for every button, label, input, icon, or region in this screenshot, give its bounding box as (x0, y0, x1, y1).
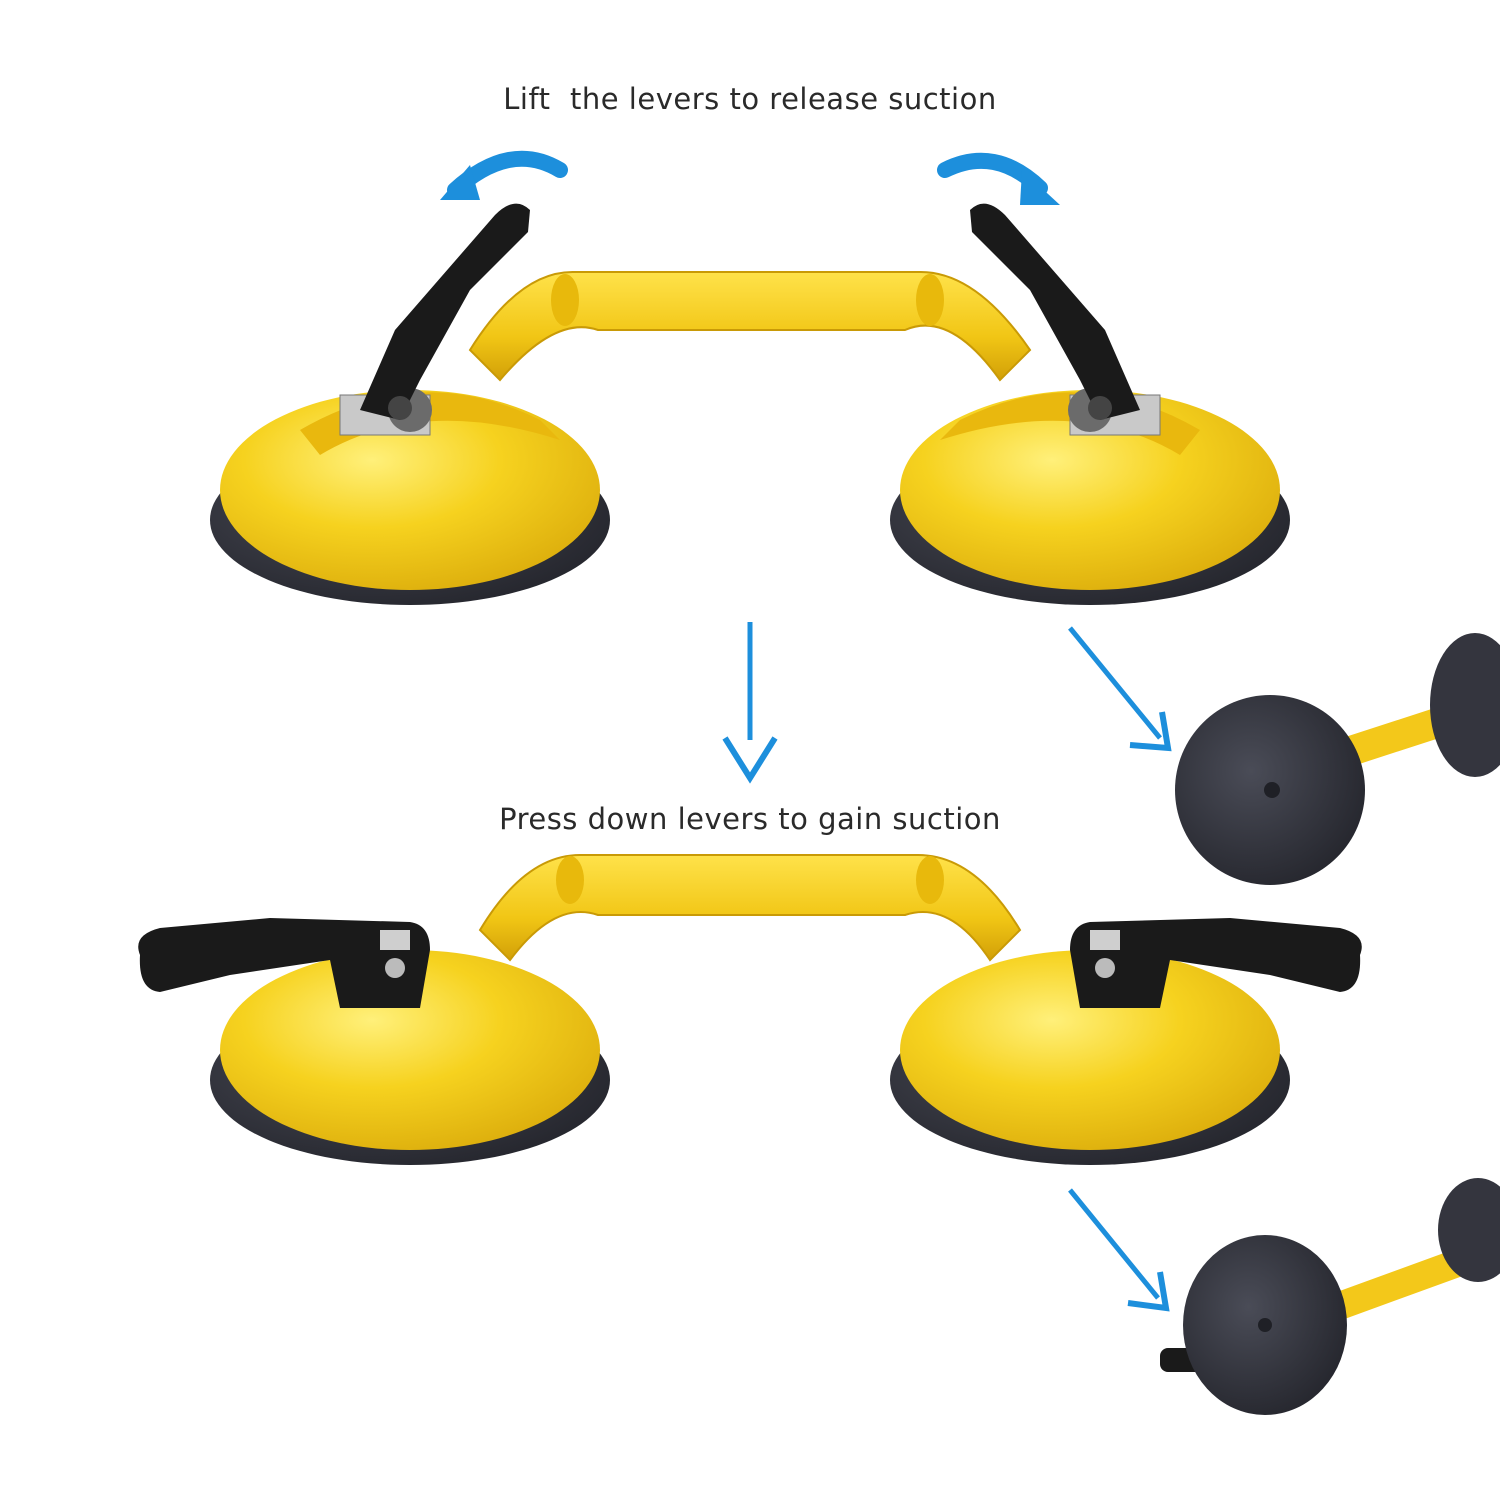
left-lever-lowered-icon (138, 918, 430, 1008)
right-lever-lowered-icon (1070, 918, 1362, 1008)
release-instruction-caption: Lift the levers to release suction (503, 82, 997, 116)
lifter-handle-bar-lower (478, 854, 1022, 962)
underside-view-upper (1175, 633, 1500, 885)
left-yellow-cup-lower (220, 950, 600, 1150)
diagonal-arrow-lower-icon (1068, 1188, 1160, 1300)
diagonal-arrow-upper-icon (1068, 626, 1162, 740)
gain-instruction-caption: Press down levers to gain suction (499, 802, 1001, 836)
left-lever-raised-icon (360, 203, 530, 420)
right-yellow-cup-lower (900, 950, 1280, 1150)
suction-lifter-release-state (210, 203, 1290, 605)
underside-view-lower (1160, 1178, 1500, 1415)
lifter-handle-bar (468, 270, 1032, 382)
right-lever-raised-icon (970, 203, 1140, 420)
suction-lifter-gain-state (138, 854, 1362, 1165)
